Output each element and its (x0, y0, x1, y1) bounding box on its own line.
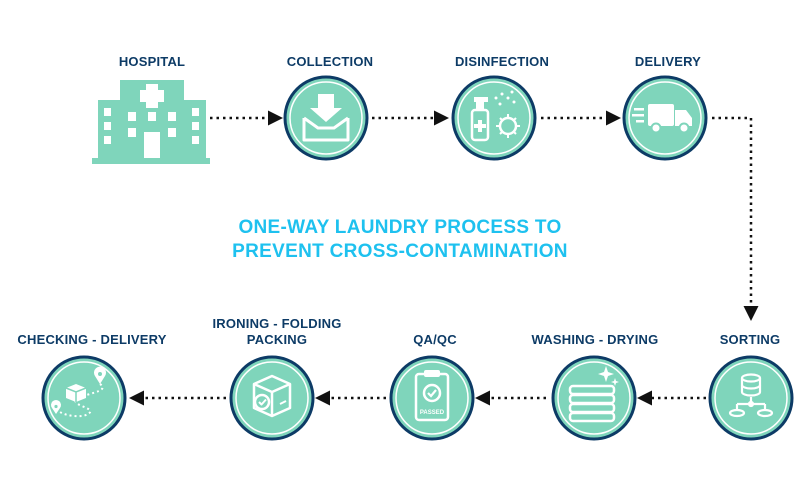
passed-badge: PASSED (420, 410, 445, 416)
step-label-qa-qc: QA/QC (413, 332, 457, 347)
disinfection-step (451, 75, 537, 161)
diagram-title-line2: PREVENT CROSS-CONTAMINATION (232, 241, 568, 262)
qa-qc-step: PASSED (389, 355, 475, 441)
collection-box-icon (302, 94, 350, 142)
clipboard-check-icon (414, 370, 450, 422)
ironing-packing-step (229, 355, 315, 441)
delivery-step (622, 75, 708, 161)
arrow-delivery-to-sorting (712, 116, 759, 321)
folded-towels-icon (568, 366, 619, 423)
step-label-ironing-folding: IRONING - FOLDING (212, 316, 342, 331)
checking-delivery-step (41, 355, 127, 441)
sorting-step (708, 355, 794, 441)
step-label-checking-delivery: CHECKING - DELIVERY (17, 332, 167, 347)
disinfection-spray-icon (470, 90, 520, 142)
washing-drying-step (551, 355, 637, 441)
collection-step (283, 75, 369, 161)
step-label-collection: COLLECTION (286, 54, 374, 69)
step-label-sorting: SORTING (719, 332, 781, 347)
diagram-title-line1: ONE-WAY LAUNDRY PROCESS TO (238, 217, 562, 238)
hospital-icon (92, 80, 210, 164)
package-box-icon (252, 374, 292, 418)
route-tracking-icon (51, 366, 107, 418)
step-label-disinfection: DISINFECTION (454, 54, 550, 69)
delivery-truck-icon (632, 104, 692, 134)
step-label-delivery: DELIVERY (634, 54, 702, 69)
sorting-database-icon (728, 373, 774, 418)
step-label-hospital: HOSPITAL (118, 54, 186, 69)
step-label-washing-drying: WASHING - DRYING (531, 332, 659, 347)
step-label-packing: PACKING (246, 332, 308, 347)
